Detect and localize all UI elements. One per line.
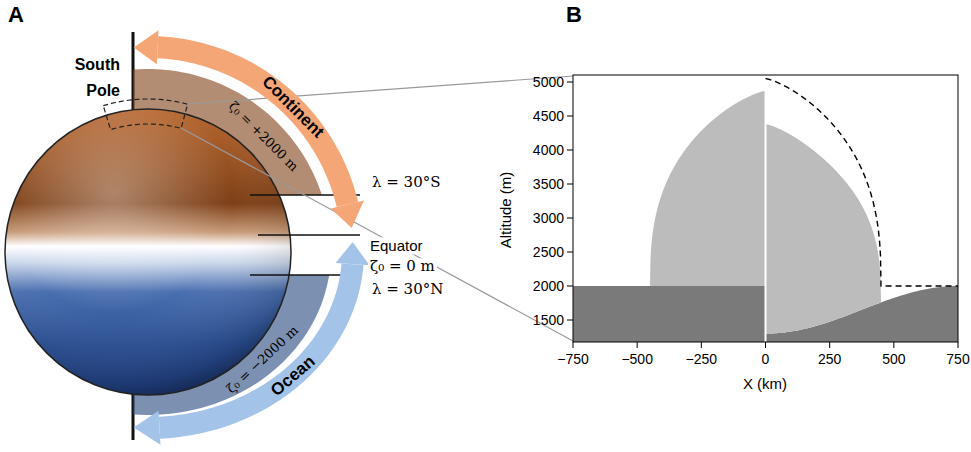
tick-mark — [765, 342, 766, 348]
region-label: South Pole — [60, 52, 120, 104]
axis-title: Altitude (m) — [497, 172, 514, 249]
plot-frame — [573, 75, 958, 342]
tick-label: −750 — [557, 351, 589, 367]
tick-mark — [567, 150, 573, 151]
tick-label: 250 — [818, 351, 841, 367]
tick-label: 3000 — [533, 210, 564, 226]
tick-mark — [701, 342, 702, 348]
tick-mark — [567, 82, 573, 83]
tick-label: 2500 — [533, 244, 564, 260]
tick-label: 4500 — [533, 108, 564, 124]
tick-mark — [567, 184, 573, 185]
tick-label: 5000 — [533, 74, 564, 90]
tick-label: 750 — [946, 351, 969, 367]
tick-label: 0 — [762, 351, 770, 367]
tick-label: 500 — [882, 351, 905, 367]
tick-label: 4000 — [533, 142, 564, 158]
tick-label: 1500 — [533, 312, 564, 328]
latitude-label: λ = 30°N — [372, 281, 443, 298]
tick-mark — [637, 342, 638, 348]
tick-mark — [958, 342, 959, 348]
axis-title: X (km) — [743, 375, 787, 392]
arrow-head — [331, 201, 364, 229]
equator-line — [258, 234, 360, 236]
tick-mark — [829, 342, 830, 348]
latitude-label: λ = 30°S — [372, 174, 440, 191]
panel-letter: A — [8, 2, 24, 27]
continent-arrow — [157, 36, 358, 207]
panel-letter: B — [566, 2, 582, 27]
tick-mark — [893, 342, 894, 348]
elevation-label: ζ₀ = 0 m — [368, 258, 437, 275]
region-label: Equator — [368, 237, 425, 254]
arrow-head — [134, 30, 159, 64]
tick-mark — [567, 116, 573, 117]
arrow-head — [134, 411, 161, 445]
bedrock — [573, 286, 766, 342]
arrow-head — [336, 242, 370, 265]
zoom-bracket — [103, 99, 187, 130]
zoom-leader — [181, 128, 573, 341]
tick-label: 3500 — [533, 176, 564, 192]
ocean-arrow — [159, 263, 364, 438]
tick-label: 2000 — [533, 278, 564, 294]
tick-mark — [567, 320, 573, 321]
ice-sheet — [766, 124, 882, 333]
tick-mark — [567, 218, 573, 219]
tick-mark — [567, 286, 573, 287]
globe-outline — [5, 109, 291, 395]
globe-shading — [5, 109, 291, 395]
tick-label: −250 — [686, 351, 718, 367]
tick-mark — [567, 252, 573, 253]
reference-profile — [766, 79, 959, 286]
tick-label: −500 — [621, 351, 653, 367]
tick-mark — [573, 342, 574, 348]
divider — [765, 89, 767, 342]
ice-sheet — [650, 91, 766, 286]
globe — [5, 109, 291, 395]
